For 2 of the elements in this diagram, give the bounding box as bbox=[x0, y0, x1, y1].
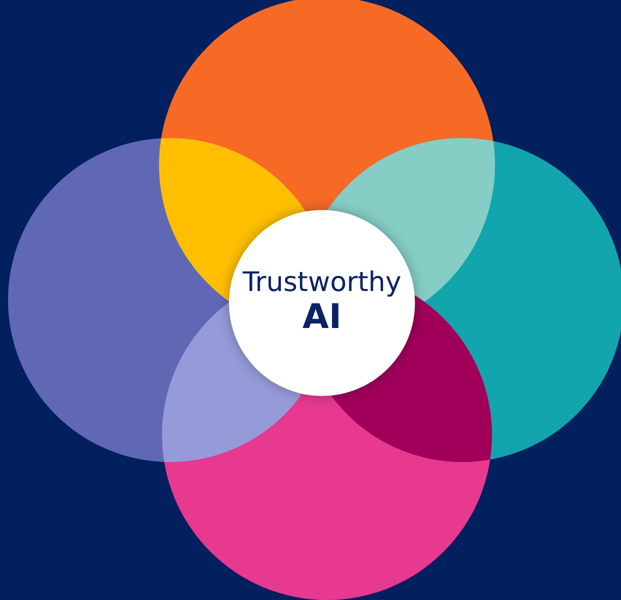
circle-label: Trustworthy bbox=[242, 268, 402, 298]
circle-title: AI bbox=[302, 297, 342, 338]
